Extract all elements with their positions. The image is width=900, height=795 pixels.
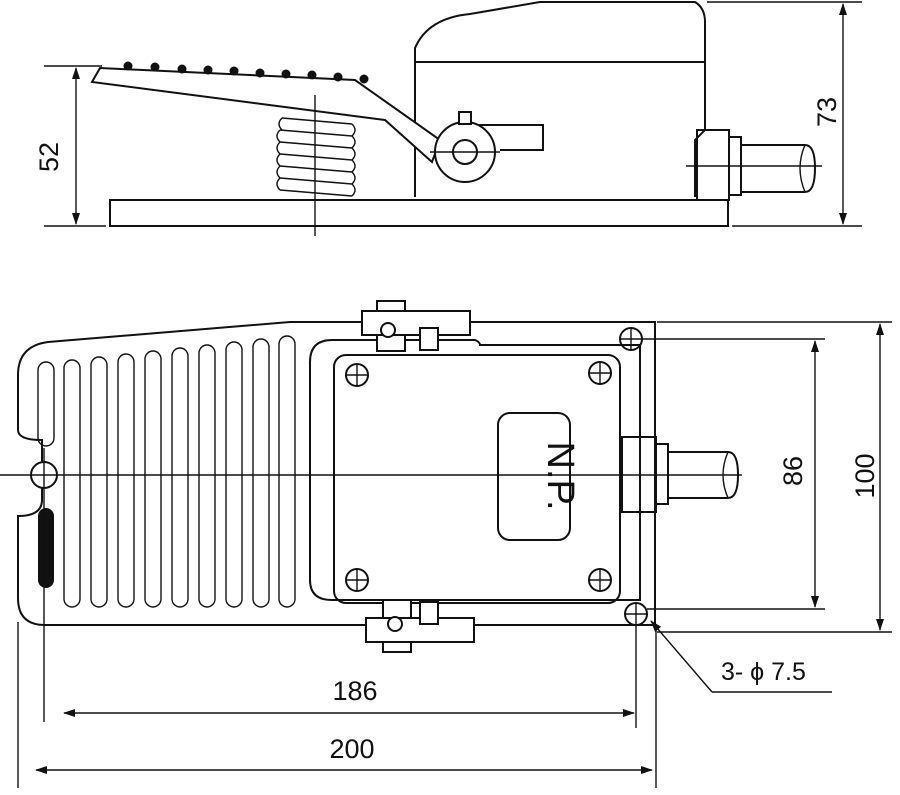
- plan-hinge-bottom: [365, 599, 475, 653]
- side-view: 52 73: [34, 0, 862, 236]
- side-pedal: [90, 66, 442, 164]
- side-base-plate: [109, 199, 729, 227]
- side-cable-gland: [696, 129, 730, 201]
- plan-housing: [309, 339, 641, 601]
- holes-note-leader: [650, 620, 713, 693]
- plan-view: N.P. 86 100: [0, 300, 892, 788]
- holes-note: 3- ϕ 7.5: [721, 658, 806, 686]
- plan-mounting-holes: [619, 327, 648, 626]
- plan-pedal-grooves: [37, 335, 296, 608]
- dim-100: 100: [850, 453, 880, 498]
- dim-52: 52: [34, 142, 64, 172]
- plan-hinge-top: [361, 300, 471, 352]
- dim-86: 86: [778, 456, 808, 486]
- dim-73: 73: [812, 97, 842, 127]
- plan-cover-screws: [345, 361, 612, 592]
- side-housing: [414, 0, 706, 197]
- np-plate-label: N.P.: [539, 441, 581, 510]
- plan-cover: [333, 354, 621, 604]
- side-cable-end: [799, 144, 806, 193]
- dim-200: 200: [329, 734, 374, 764]
- side-hinge-screw: [458, 111, 472, 125]
- side-hinge-bracket: [470, 124, 544, 151]
- side-cable: [741, 144, 817, 193]
- plan-pedal-slot-dark: [38, 508, 54, 588]
- np-plate: [497, 412, 571, 541]
- side-pedal-studs: [123, 61, 369, 84]
- plan-cable-nut: [655, 443, 669, 505]
- side-spring: [276, 117, 356, 197]
- dim-186: 186: [332, 676, 377, 706]
